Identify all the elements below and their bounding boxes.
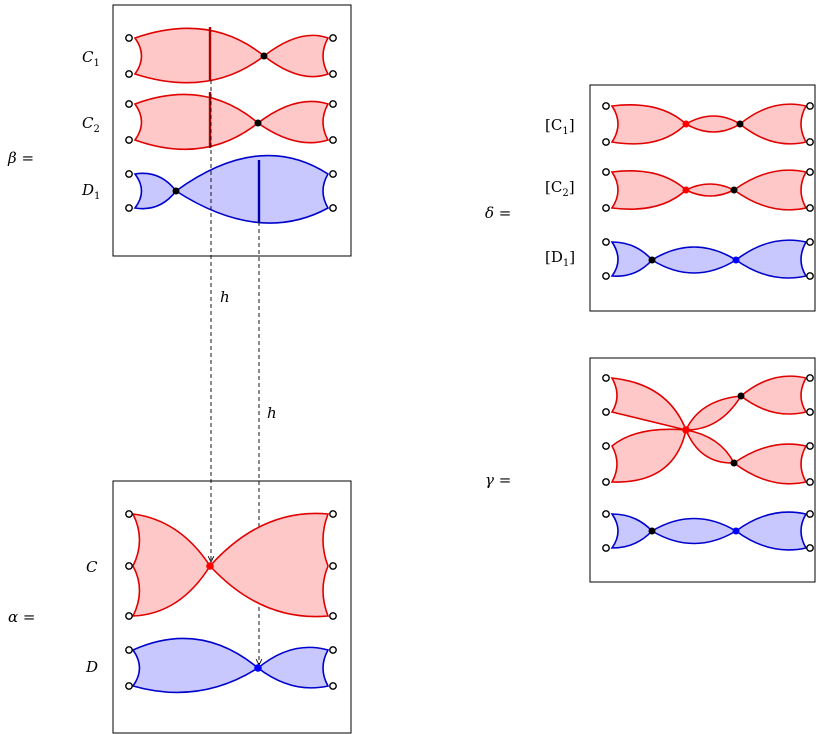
c1-node <box>260 52 268 60</box>
d-node <box>254 664 262 672</box>
label-c: C <box>86 558 98 576</box>
c-left-lobe <box>131 513 211 617</box>
beta-panel: β = C1 C2 D1 <box>7 4 352 257</box>
bc1-right-lobe <box>738 103 808 145</box>
c2-node <box>254 119 262 127</box>
delta-panel: δ = [C1] [C2] [D1] <box>485 84 816 312</box>
alpha-label: α = <box>8 608 35 626</box>
bc2-right-lobe <box>732 169 808 211</box>
bd1-node-blue <box>732 256 740 264</box>
gamma-blue-node-black <box>648 527 656 535</box>
beta-label: β = <box>7 149 34 167</box>
bc2-node-black <box>730 186 738 194</box>
d1-left-lobe <box>133 172 178 210</box>
gamma-top-left-wedge <box>610 377 688 432</box>
gamma-upper-node <box>737 392 745 400</box>
gamma-panel: γ = <box>485 357 816 583</box>
label-d: D <box>85 658 98 676</box>
d1-right-lobe <box>174 154 330 224</box>
gamma-center-node <box>682 426 690 434</box>
bd1-node-black <box>648 256 656 264</box>
label-bc2: [C2] <box>545 178 575 199</box>
gamma-blue-right-lobe <box>734 511 808 551</box>
c1-left-lobe <box>133 27 266 84</box>
gamma-blue-node-blue <box>732 527 740 535</box>
gamma-lower-petal <box>684 428 736 464</box>
bc2-node-red <box>682 186 690 194</box>
gamma-boundary-nodes <box>602 374 814 552</box>
bc2-left-lobe <box>610 170 688 210</box>
h-label-2: h <box>267 404 277 422</box>
label-c1: C1 <box>82 48 100 69</box>
h-label-1: h <box>220 288 230 306</box>
bc1-node-red <box>682 120 690 128</box>
label-d1: D1 <box>81 181 100 202</box>
h-maps: h h <box>211 80 277 665</box>
d-right-lobe <box>256 646 330 689</box>
gamma-blue-left-lobe <box>610 513 654 549</box>
alpha-panel: α = C D <box>8 480 352 734</box>
d-left-lobe <box>131 637 260 694</box>
bd1-right-lobe <box>734 239 808 279</box>
gamma-lower-node <box>730 459 738 467</box>
c2-left-lobe <box>133 93 260 151</box>
bc1-mid-lobe <box>684 115 742 133</box>
delta-label: δ = <box>485 204 511 222</box>
label-bc1: [C1] <box>545 116 575 137</box>
delta-boundary-nodes <box>602 102 814 280</box>
gamma-upper-petal <box>684 395 743 431</box>
bd1-mid-lobe <box>650 246 738 274</box>
gamma-blue-mid-lobe <box>650 517 738 545</box>
bc2-mid-lobe <box>684 183 736 197</box>
d1-node <box>172 187 180 195</box>
gamma-upper-right-lobe <box>739 375 808 415</box>
c-node <box>206 562 214 570</box>
delta-frame <box>589 84 816 312</box>
alpha-boundary-nodes <box>125 510 337 690</box>
beta-boundary-nodes <box>125 34 337 212</box>
beta-frame <box>112 4 352 257</box>
bd1-left-lobe <box>610 241 654 277</box>
gamma-lower-right-lobe <box>732 443 808 485</box>
gamma-lower-left-lobe <box>610 428 687 483</box>
c2-right-lobe <box>256 100 330 144</box>
label-c2: C2 <box>82 114 100 135</box>
bc1-left-lobe <box>610 104 688 145</box>
label-bd1: [D1] <box>545 248 575 269</box>
gamma-frame <box>589 357 816 583</box>
gamma-label: γ = <box>485 471 511 489</box>
c-right-lobe <box>208 512 330 618</box>
c1-right-lobe <box>262 34 330 78</box>
bc1-node-black <box>736 120 744 128</box>
alpha-frame <box>112 480 352 734</box>
